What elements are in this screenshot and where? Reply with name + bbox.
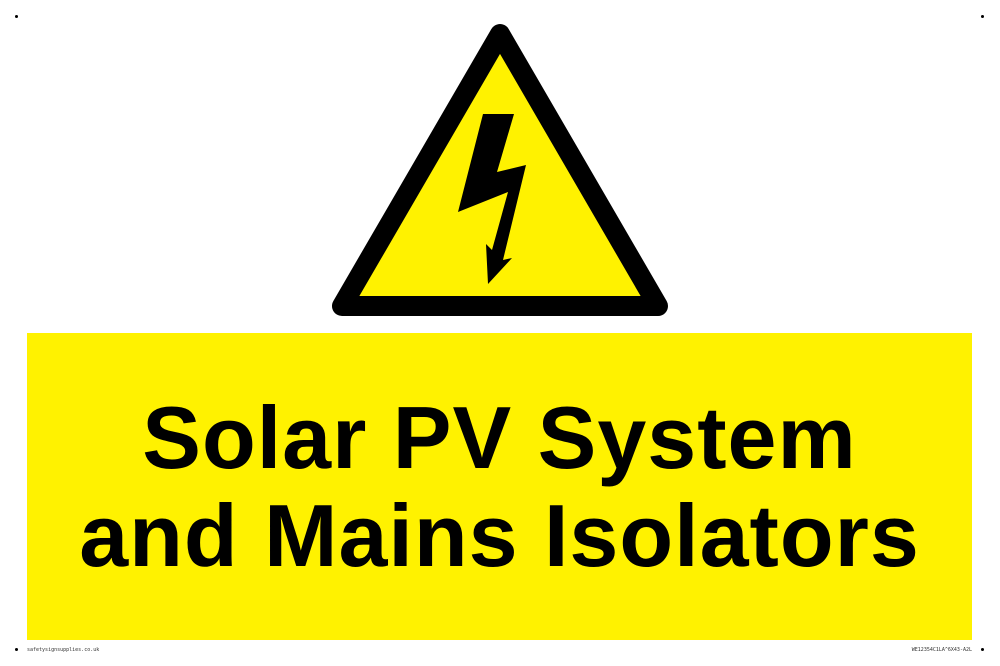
- corner-mark: [15, 648, 18, 651]
- electrical-hazard-warning-icon: [332, 24, 668, 316]
- corner-mark: [981, 648, 984, 651]
- website-text: safetysignsupplies.co.uk: [27, 647, 100, 653]
- product-code: WE12354C1LA^6X43-A2L: [911, 647, 972, 653]
- sign-text-panel: Solar PV System and Mains Isolators: [27, 333, 972, 640]
- sign-title-line-1: Solar PV System: [142, 387, 857, 487]
- corner-mark: [15, 15, 18, 18]
- sign-title-line-2: and Mains Isolators: [79, 485, 920, 585]
- corner-mark: [981, 15, 984, 18]
